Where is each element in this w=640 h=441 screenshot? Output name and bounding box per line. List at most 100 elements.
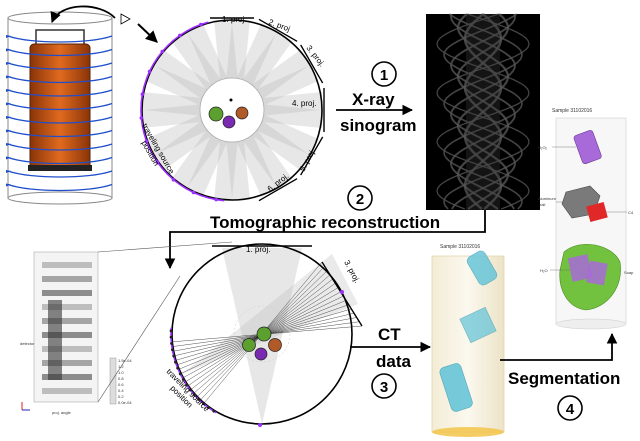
source-point	[258, 423, 262, 427]
data-label: data	[376, 352, 412, 371]
violet-object	[222, 115, 236, 129]
source-point	[192, 393, 196, 397]
xray-label: X-ray	[352, 90, 395, 109]
source-point	[171, 177, 176, 182]
coil-arrow	[6, 170, 11, 173]
source-point	[212, 409, 216, 413]
source-point	[160, 49, 165, 54]
seg-label-soap: Soap	[624, 270, 634, 275]
coil-turn	[7, 75, 113, 84]
plot-xlabel: proj. angle	[52, 410, 71, 415]
pointer-arrow	[137, 23, 158, 43]
plot-stripe	[42, 304, 92, 310]
source-point	[199, 22, 203, 27]
coil-turn	[7, 48, 113, 57]
step-4-number: 4	[566, 401, 575, 418]
source-point	[169, 329, 173, 333]
ct-sample-title: Sample 31102016	[440, 244, 480, 250]
source-point	[202, 402, 205, 406]
source-point	[140, 92, 145, 96]
brown-object-bottom	[268, 338, 282, 352]
colorbar-tick: 0.2	[118, 394, 124, 399]
colorbar-tick: 0.4	[118, 388, 124, 393]
proj4-label: 4. proj.	[292, 99, 316, 108]
sample-container	[29, 43, 91, 171]
coil-turn	[7, 170, 113, 178]
coil-turn	[7, 62, 113, 70]
sinogram-plot: detector proj. angle 1.5e-041.21.00.80.6…	[20, 251, 132, 415]
sinogram-label: sinogram	[340, 116, 417, 135]
sinogram-trace	[443, 13, 523, 210]
ct-label: CT	[378, 325, 401, 344]
plot-stripe	[42, 318, 92, 324]
coil-arrow	[6, 143, 11, 146]
step-4-badge	[557, 395, 583, 421]
plot-stripe	[42, 388, 92, 394]
plot-stripe	[42, 332, 92, 338]
source-icon	[120, 13, 131, 25]
colorbar-tick: 0.6	[118, 382, 124, 387]
coil-turn	[7, 143, 113, 151]
seg-label-h2o2: H₂O₂	[538, 145, 548, 150]
coil-turn	[7, 89, 113, 97]
gantry-circle-bottom	[171, 243, 353, 425]
projection-geometry-top: 1. proj. 2. proj 3. proj. 4. proj. 5. pr…	[139, 15, 327, 202]
coil-turn	[7, 129, 113, 138]
gantry-circle	[141, 19, 323, 201]
source-point	[207, 406, 210, 410]
detector-bar	[300, 44, 324, 84]
coil-arrow	[6, 35, 11, 38]
scanner-cylinder	[6, 11, 113, 205]
source-point	[144, 139, 149, 143]
seg-label-rail: rail	[540, 202, 545, 207]
sinogram-trace	[463, 13, 503, 210]
seg-sample-title: Sample 31102016	[552, 108, 592, 114]
seg-label-aluminum: Aluminum	[538, 196, 556, 201]
source-point	[178, 372, 182, 376]
green-object	[208, 106, 224, 122]
colorbar-tick: 1.0	[118, 370, 124, 375]
sinogram-image	[426, 13, 540, 210]
coil-turn	[7, 183, 113, 192]
source-point	[172, 354, 176, 358]
source-point	[155, 160, 160, 164]
seg-label-c4: C4	[628, 210, 634, 215]
rotation-arrow	[50, 5, 116, 24]
step-4-arrow	[500, 332, 618, 361]
plot-stripe	[42, 262, 92, 268]
tomo-label: Tomographic reconstruction	[210, 213, 440, 232]
source-point	[178, 33, 182, 38]
plot-stripe	[42, 276, 92, 282]
detector-bar	[258, 178, 298, 202]
plot-stripe	[42, 290, 92, 296]
sinogram-trace	[450, 13, 516, 210]
sinogram-trace	[436, 13, 530, 210]
step-2-number: 2	[356, 191, 364, 208]
segmentation-label: Segmentation	[508, 369, 620, 388]
coil-arrow	[6, 89, 11, 92]
coil-arrow	[6, 129, 11, 133]
colorbar	[109, 357, 117, 405]
ct-reconstruction: Sample 31102016	[431, 244, 505, 437]
coil-turn	[7, 102, 113, 111]
sinogram-trace	[450, 13, 516, 210]
step-2-arrow	[164, 210, 486, 270]
source-point	[197, 398, 201, 401]
plot-dark-band	[48, 300, 62, 380]
step-1-badge	[371, 61, 397, 87]
green-object-bottom	[256, 326, 272, 342]
source-point	[191, 190, 196, 195]
coil-turn	[7, 116, 113, 124]
plot-stripe	[42, 360, 92, 366]
source-point	[174, 360, 177, 364]
coil-windings	[6, 35, 113, 192]
violet-object-bottom	[254, 347, 268, 361]
coil-arrow	[6, 102, 11, 106]
brown-object	[235, 106, 249, 120]
source-point	[181, 378, 185, 381]
step-2-badge	[347, 185, 373, 211]
source-point	[214, 197, 218, 202]
colorbar-tick: 0.0e-04	[118, 400, 132, 405]
proj1-label: 1. proj.	[222, 15, 246, 24]
source-point	[170, 342, 173, 345]
